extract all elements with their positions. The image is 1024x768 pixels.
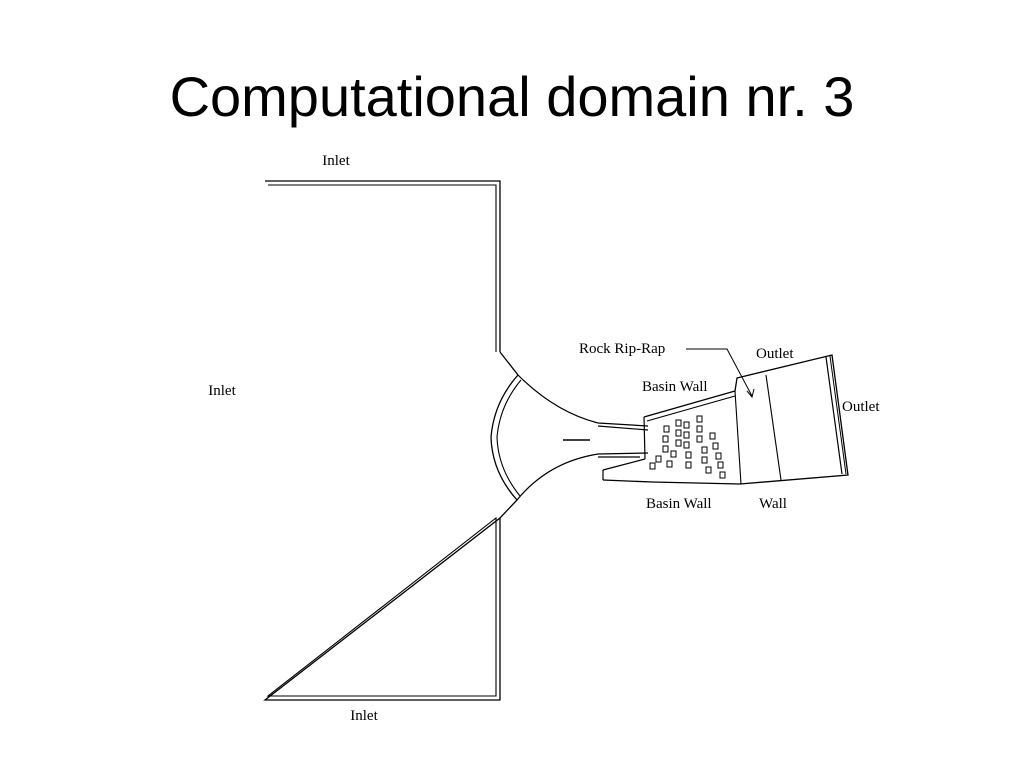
label-leaders — [686, 348, 755, 399]
rock-rip-rap-label: Rock Rip-Rap — [579, 341, 665, 357]
main-domain-boundary — [263, 180, 501, 701]
funnel-section — [490, 351, 649, 519]
stilling-basin — [602, 354, 849, 485]
rock-rip-rap-blocks — [649, 415, 726, 479]
inlet-top-label: Inlet — [322, 153, 350, 169]
outlet-top-label: Outlet — [756, 346, 794, 362]
wall-label: Wall — [759, 496, 787, 512]
basin-wall-top-label: Basin Wall — [642, 379, 708, 395]
inlet-left-label: Inlet — [208, 383, 236, 399]
basin-wall-bottom-label: Basin Wall — [646, 496, 712, 512]
slide-title: Computational domain nr. 3 — [169, 65, 855, 128]
inlet-bottom-label: Inlet — [350, 708, 378, 724]
outlet-right-label: Outlet — [842, 399, 880, 415]
